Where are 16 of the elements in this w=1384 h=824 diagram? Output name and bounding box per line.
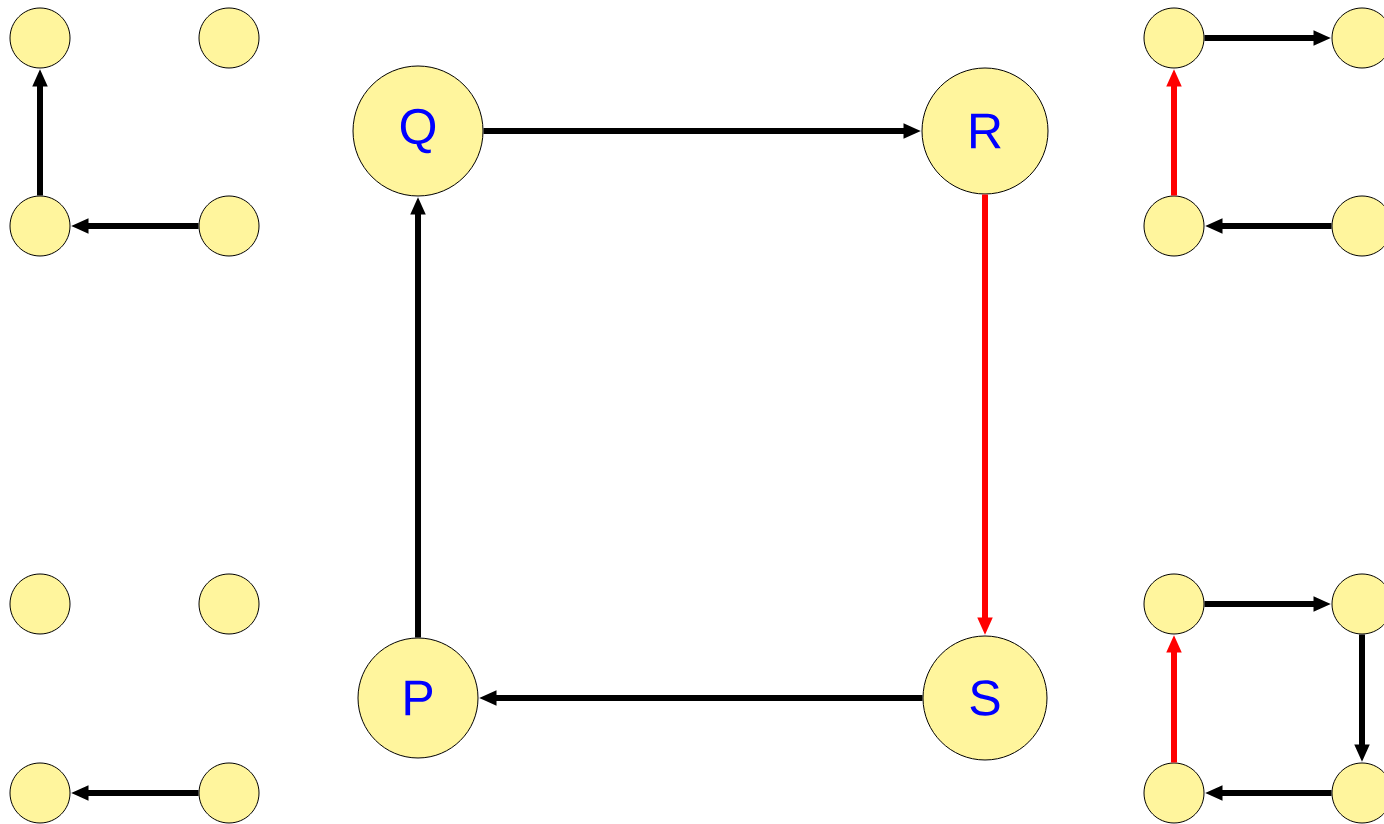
circle-node bbox=[1143, 7, 1205, 69]
circle-node bbox=[1143, 195, 1205, 257]
circle-node bbox=[198, 7, 260, 69]
circle-node bbox=[1143, 762, 1205, 824]
circle-node bbox=[198, 195, 260, 257]
circle-node bbox=[1331, 762, 1384, 824]
circle-node bbox=[198, 762, 260, 824]
circle-node bbox=[1331, 573, 1384, 635]
circle-node bbox=[9, 762, 71, 824]
circle-node bbox=[198, 573, 260, 635]
circle-node bbox=[1331, 7, 1384, 69]
circle-node bbox=[9, 573, 71, 635]
circle-node bbox=[1143, 573, 1205, 635]
circle-node bbox=[9, 7, 71, 69]
circle-node bbox=[9, 195, 71, 257]
circle-node bbox=[1331, 195, 1384, 257]
